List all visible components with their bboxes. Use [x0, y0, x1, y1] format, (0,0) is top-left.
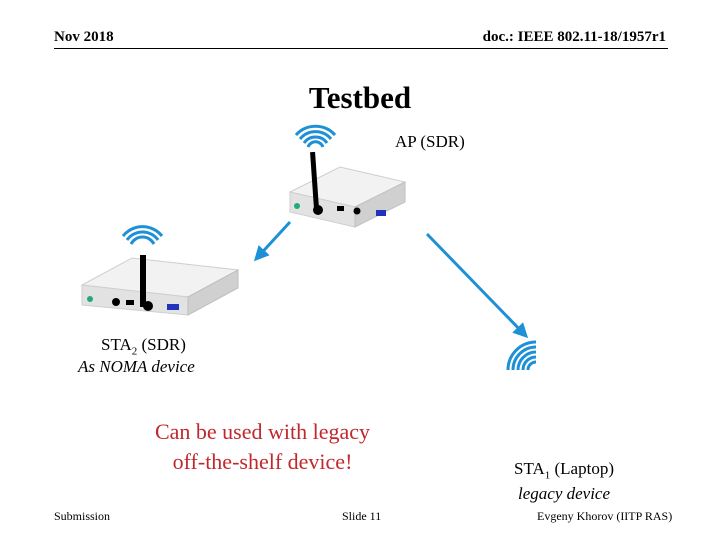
sta1-role: legacy device [518, 484, 610, 504]
sta2-role: As NOMA device [78, 357, 195, 377]
legacy-note-line2: off-the-shelf device! [130, 447, 395, 477]
ap-router-icon [290, 152, 405, 227]
sta2-label: STA2 (SDR) [101, 335, 186, 357]
arrow-ap-to-sta2 [256, 222, 290, 259]
footer-author: Evgeny Khorov (IITP RAS) [537, 509, 672, 524]
footer-slide-number: Slide 11 [342, 509, 381, 524]
sta2-router-icon [82, 255, 238, 315]
sta2-wifi-icon [123, 227, 162, 244]
sta1-label: STA1 (Laptop) [514, 459, 614, 481]
ap-label: AP (SDR) [395, 132, 465, 152]
sta1-wifi-icon [508, 342, 536, 370]
legacy-note-line1: Can be used with legacy [130, 417, 395, 447]
ap-wifi-icon [296, 126, 335, 147]
legacy-note: Can be used with legacy off-the-shelf de… [130, 417, 395, 477]
footer-submission: Submission [54, 509, 110, 524]
arrow-ap-to-sta1 [427, 234, 526, 336]
